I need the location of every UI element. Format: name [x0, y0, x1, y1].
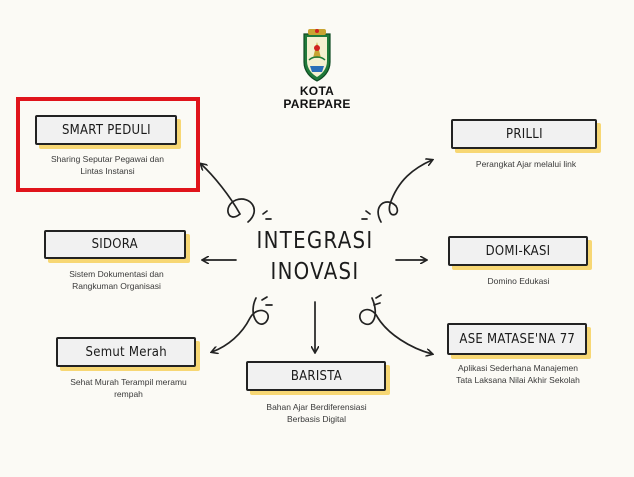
desc-line-2: rempah [114, 389, 143, 399]
node-title-domi-kasi: DOMI-KASI [485, 243, 551, 259]
desc-line-2: Berbasis Digital [286, 414, 347, 424]
node-desc-smart-peduli: Sharing Seputar Pegawai dan Lintas Insta… [25, 153, 190, 177]
node-prilli: PRILLI Perangkat Ajar melalui link [451, 119, 601, 179]
desc-line-1: Aplikasi Sederhana Manajemen [457, 363, 579, 373]
node-desc-prilli: Perangkat Ajar melalui link [441, 158, 611, 170]
node-semut-merah: Semut Merah Sehat Murah Terampil meramu … [56, 337, 206, 402]
arrow-to-smart-peduli [201, 164, 255, 223]
desc-line-1: Sistem Dokumentasi dan [69, 269, 164, 279]
node-tag-ase-matasena-77: ASE MATASE'NA 77 [447, 323, 587, 355]
parepare-emblem-icon [303, 29, 331, 82]
city-name: KOTA PAREPARE [267, 85, 367, 111]
desc-line-2: Rangkuman Organisasi [72, 281, 161, 291]
node-tag-barista: BARISTA [246, 361, 386, 391]
desc-line-1: Sharing Seputar Pegawai dan [51, 154, 164, 164]
node-title-barista: BARISTA [290, 368, 342, 384]
node-tag-domi-kasi: DOMI-KASI [448, 236, 588, 266]
desc-line-1: Perangkat Ajar melalui link [475, 159, 577, 169]
node-desc-ase-matasena-77: Aplikasi Sederhana Manajemen Tata Laksan… [432, 362, 604, 386]
spark-right-top [361, 210, 371, 220]
desc-line-1: Sehat Murah Terampil meramu [70, 377, 187, 387]
node-sidora: SIDORA Sistem Dokumentasi dan Rangkuman … [44, 230, 194, 295]
node-ase-matasena-77: ASE MATASE'NA 77 Aplikasi Sederhana Mana… [447, 323, 597, 388]
node-title-smart-peduli: SMART PEDULI [61, 122, 151, 138]
node-desc-semut-merah: Sehat Murah Terampil meramu rempah [46, 376, 211, 400]
node-tag-semut-merah: Semut Merah [56, 337, 196, 367]
node-title-ase-matasena-77: ASE MATASE'NA 77 [459, 331, 575, 347]
node-desc-sidora: Sistem Dokumentasi dan Rangkuman Organis… [34, 268, 199, 292]
node-desc-barista: Bahan Ajar Berdiferensiasi Berbasis Digi… [234, 401, 399, 425]
desc-line-2: Tata Laksana Nilai Akhir Sekolah [456, 375, 580, 385]
node-domi-kasi: DOMI-KASI Domino Edukasi [448, 236, 598, 291]
center-title: INTEGRASI INOVASI [242, 226, 388, 288]
desc-line-1: Bahan Ajar Berdiferensiasi [266, 402, 367, 412]
spark-left-top [262, 210, 272, 220]
spark-right-bottom [373, 294, 382, 306]
node-title-prilli: PRILLI [505, 126, 543, 142]
desc-line-2: Lintas Instansi [80, 166, 135, 176]
spark-left-bottom [261, 296, 273, 306]
node-tag-sidora: SIDORA [44, 230, 186, 259]
node-barista: BARISTA Bahan Ajar Berdiferensiasi Berba… [246, 361, 396, 426]
node-desc-domi-kasi: Domino Edukasi [436, 275, 601, 287]
node-title-sidora: SIDORA [91, 237, 139, 252]
node-tag-smart-peduli: SMART PEDULI [35, 115, 177, 145]
city-line-1: KOTA [299, 84, 335, 98]
desc-line-1: Domino Edukasi [487, 276, 550, 286]
arrow-to-prilli [377, 160, 432, 223]
node-tag-prilli: PRILLI [451, 119, 597, 149]
arrow-to-semut-merah [212, 297, 269, 352]
node-title-semut-merah: Semut Merah [85, 344, 167, 360]
center-title-line-2: INOVASI [270, 259, 360, 285]
city-line-2: PAREPARE [283, 97, 351, 111]
node-smart-peduli: SMART PEDULI Sharing Seputar Pegawai dan… [35, 115, 185, 185]
center-title-line-1: INTEGRASI [256, 228, 374, 254]
arrow-to-ase-matasena [359, 297, 432, 354]
highlight-box [16, 97, 200, 192]
